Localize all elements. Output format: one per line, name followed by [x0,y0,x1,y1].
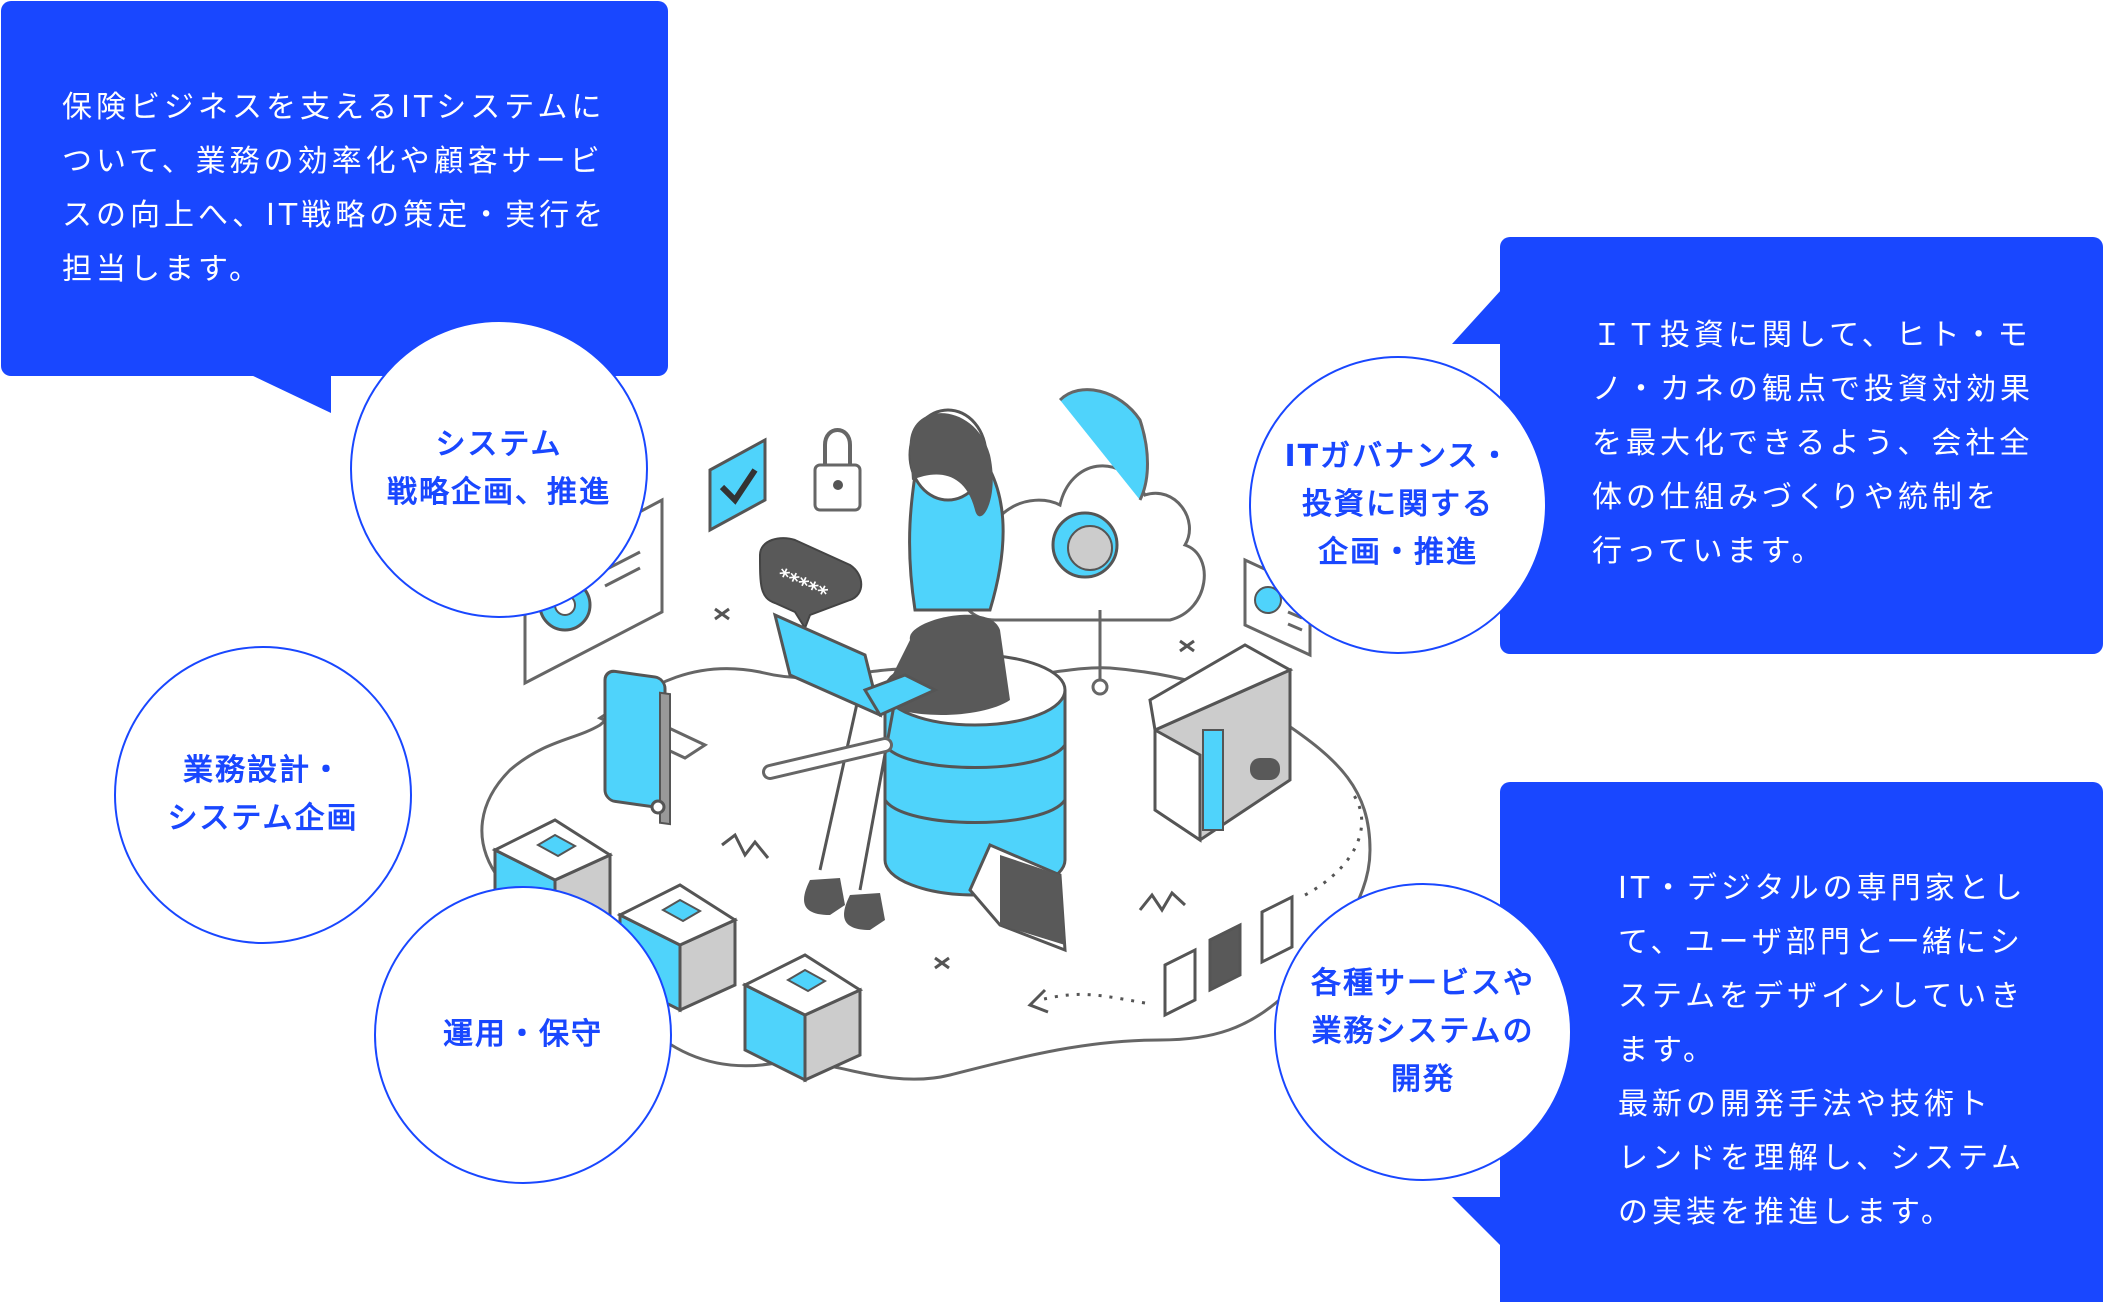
circle-development: 各種サービスや 業務システムの 開発 [1274,883,1572,1181]
storage-box-2 [616,883,739,1013]
x-mark [934,956,950,970]
callout-governance-text: ＩＴ投資に関して、ヒト・モ ノ・カネの観点で投資対効果 を最大化できるよう、会社… [1592,318,2034,569]
document-tiles [1163,894,1294,1018]
callout-tail [1452,289,1502,344]
circle-business-design: 業務設計・ システム企画 [114,646,412,944]
x-mark [1179,639,1195,653]
callout-tail [251,375,331,413]
zigzag-mark [721,832,770,859]
callout-development: IT・デジタルの専門家とし て、ユーザ部門と一緒にシ ステムをデザインしていき … [1452,782,2103,1302]
dot-mark [650,799,666,815]
folder-icon [968,843,1067,953]
dotted-arc [1304,789,1364,897]
dotted-arrow [1039,992,1146,1005]
callout-development-text: IT・デジタルの専門家とし て、ユーザ部門と一緒にシ ステムをデザインしていき … [1618,871,2027,1230]
check-icon [708,437,767,533]
monitor [596,669,709,826]
circle-operations-label: 運用・保守 [443,1017,603,1052]
callout-strategy: 保険ビジネスを支えるITシステムに ついて、業務の効率化や顧客サービ スの向上へ… [1,1,668,413]
circle-business-design-label: 業務設計・ システム企画 [167,753,359,836]
callout-tail [1452,1197,1502,1247]
storage-box-3 [741,953,864,1083]
zigzag-mark [1138,890,1187,913]
callout-governance: ＩＴ投資に関して、ヒト・モ ノ・カネの観点で投資対効果 を最大化できるよう、会社… [1452,237,2103,654]
x-mark [714,607,730,621]
password-bubble: ***** [758,537,863,631]
callout-strategy-text: 保険ビジネスを支えるITシステムに ついて、業務の効率化や顧客サービ スの向上へ… [62,90,608,287]
circle-operations: 運用・保守 [374,886,672,1184]
lock-icon [813,428,862,512]
pipe [762,737,893,780]
server-cabinet [1148,643,1294,843]
circle-it-governance: ITガバナンス・ 投資に関する 企画・推進 [1249,356,1547,654]
cloud-icon [960,388,1206,622]
circle-it-governance-label: ITガバナンス・ 投資に関する 企画・推進 [1284,439,1512,570]
circle-system-strategy: システム 戦略企画、推進 [350,320,648,618]
laptop [772,612,939,718]
circle-system-strategy-label: システム 戦略企画、推進 [387,427,611,510]
circle-development-label: 各種サービスや 業務システムの 開発 [1311,966,1535,1097]
person-figure [804,408,1010,930]
